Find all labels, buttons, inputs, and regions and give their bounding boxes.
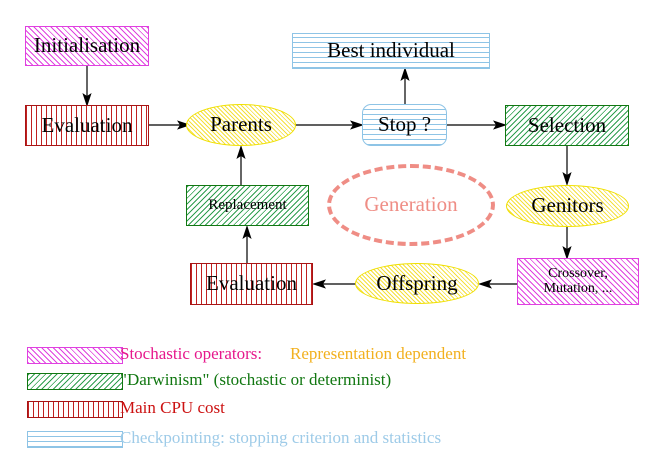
legend-swatch-darwinism xyxy=(27,372,123,390)
arrow-offspring-to-evaluation xyxy=(311,277,357,291)
legend-swatch-cpu-cost xyxy=(27,400,123,418)
node-evaluation-top[interactable]: Evaluation xyxy=(25,105,149,146)
legend-row-checkpointing: Checkpointing: stopping criterion and st… xyxy=(0,426,662,452)
arrow-stop-to-best-individual xyxy=(398,66,412,108)
arrow-parents-to-stop xyxy=(295,118,365,132)
node-stop[interactable]: Stop ? xyxy=(362,104,447,146)
node-selection[interactable]: Selection xyxy=(505,105,629,146)
node-crossover-mutation[interactable]: Crossover, Mutation, ... xyxy=(517,258,639,305)
arrow-replacement-to-parents xyxy=(234,142,248,188)
legend-row-darwinism: "Darwinism" (stochastic or determinist) xyxy=(0,368,662,394)
arrow-selection-to-genitors xyxy=(560,145,574,187)
legend-swatch-stochastic xyxy=(27,346,123,364)
arrow-stop-to-selection xyxy=(446,118,508,132)
arrow-genitors-to-crossover xyxy=(560,224,574,261)
arrow-evaluation-to-replacement xyxy=(240,222,254,266)
legend-swatch-checkpointing xyxy=(27,430,123,448)
legend-label-cpu-cost: Main CPU cost xyxy=(120,398,225,417)
arrow-initialisation-to-evaluation xyxy=(80,64,94,108)
node-evaluation-bottom[interactable]: Evaluation xyxy=(190,263,313,305)
legend: Stochastic operators: Representation dep… xyxy=(0,336,662,471)
arrow-crossover-to-offspring xyxy=(477,277,519,291)
legend-row-cpu-cost: Main CPU cost xyxy=(0,396,662,422)
node-genitors[interactable]: Genitors xyxy=(506,185,629,227)
legend-label-representation-dependent: Representation dependent xyxy=(290,344,467,363)
legend-label-darwinism: "Darwinism" (stochastic or determinist) xyxy=(120,370,392,389)
legend-label-stochastic: Stochastic operators: xyxy=(120,344,263,363)
legend-label-checkpointing: Checkpointing: stopping criterion and st… xyxy=(120,428,442,447)
node-generation-boundary: Generation xyxy=(327,164,495,246)
node-offspring[interactable]: Offspring xyxy=(355,263,479,304)
node-initialisation[interactable]: Initialisation xyxy=(25,26,149,66)
legend-row-stochastic: Stochastic operators: Representation dep… xyxy=(0,342,662,368)
arrow-evaluation-to-parents xyxy=(148,118,192,132)
node-best-individual[interactable]: Best individual xyxy=(292,33,490,69)
node-replacement[interactable]: Replacement xyxy=(186,185,309,226)
node-parents[interactable]: Parents xyxy=(186,104,296,146)
